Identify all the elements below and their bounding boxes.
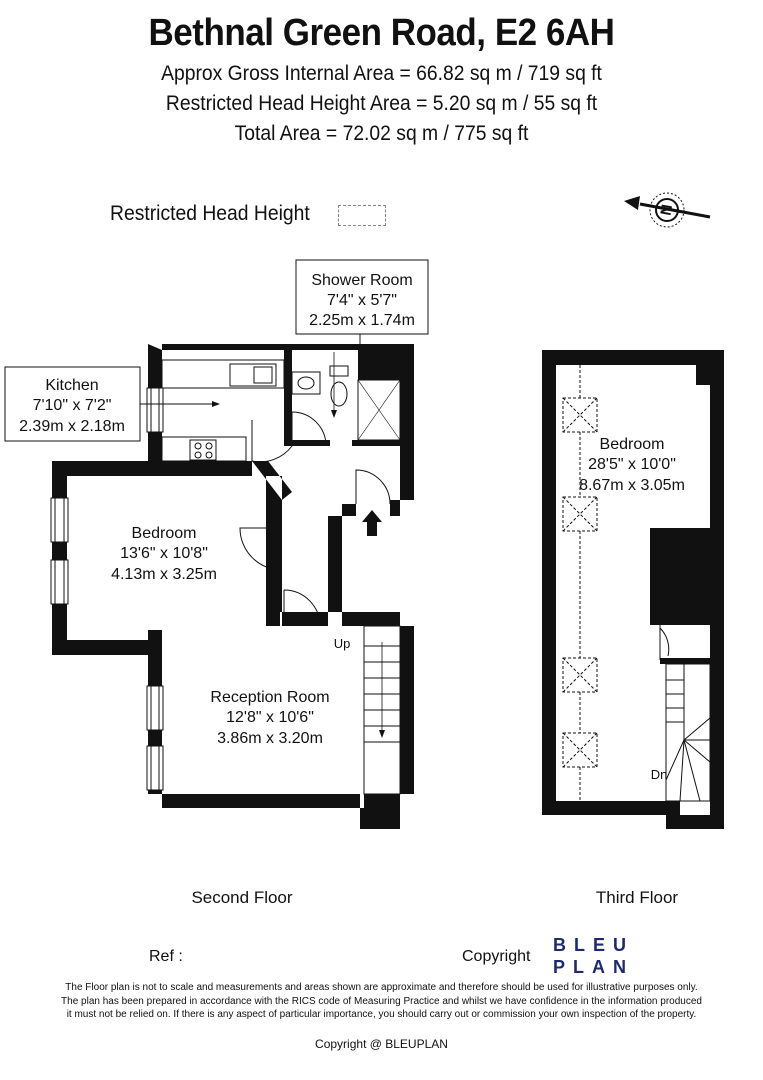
legend-restricted-swatch — [338, 205, 386, 226]
third-floor-walls — [542, 350, 724, 829]
top-bedroom-imperial: 28'5" x 10'0" — [588, 456, 676, 473]
stair-down-label: Dn — [651, 767, 668, 782]
shower-room-metric: 2.25m x 1.74m — [309, 312, 415, 329]
legend-restricted-label: Restricted Head Height — [110, 202, 310, 225]
compass-label: N — [656, 203, 675, 217]
copyright-line: Copyright @ BLEUPLAN — [315, 1037, 448, 1051]
shower-room-imperial: 7'4" x 5'7" — [327, 292, 397, 309]
copyright-label: Copyright — [462, 948, 531, 965]
third-floor-label: Third Floor — [596, 888, 679, 907]
reception-room-metric: 3.86m x 3.20m — [217, 730, 323, 747]
second-floor-walls — [52, 344, 414, 829]
logo-line-1: BLEU — [553, 935, 634, 955]
bedroom-imperial: 13'6" x 10'8" — [120, 545, 208, 562]
restricted-area-text: Restricted Head Height Area = 5.20 sq m … — [165, 92, 598, 115]
reception-room-name: Reception Room — [210, 689, 329, 706]
bedroom-metric: 4.13m x 3.25m — [111, 566, 217, 583]
third-floor-stairs — [665, 663, 711, 802]
reception-room-imperial: 12'8" x 10'6" — [226, 709, 314, 726]
bleuplan-logo: BLEU PLAN — [553, 934, 634, 978]
ref-label: Ref : — [149, 948, 183, 965]
second-floor-label: Second Floor — [191, 888, 292, 907]
kitchen-name: Kitchen — [45, 377, 98, 394]
second-floor-plan: Shower Room 7'4" x 5'7" 2.25m x 1.74m Ki… — [4, 259, 429, 907]
second-floor-stairs — [363, 625, 401, 795]
top-bedroom-metric: 8.67m x 3.05m — [579, 477, 685, 494]
total-area-text: Total Area = 72.02 sq m / 775 sq ft — [234, 122, 529, 145]
stair-up-label: Up — [334, 636, 351, 651]
bedroom-name: Bedroom — [132, 525, 197, 542]
rooflights — [562, 365, 598, 801]
kitchen-metric: 2.39m x 2.18m — [19, 418, 125, 435]
kitchen-imperial: 7'10" x 7'2" — [33, 397, 112, 414]
shower-room-name: Shower Room — [311, 272, 412, 289]
logo-line-2: PLAN — [553, 957, 634, 977]
third-floor-plan: Bedroom 28'5" x 10'0" 8.67m x 3.05m Dn T… — [542, 350, 724, 907]
gross-area-text: Approx Gross Internal Area = 66.82 sq m … — [161, 62, 602, 85]
page-title: Bethnal Green Road, E2 6AH — [148, 12, 615, 54]
compass-icon: N — [624, 192, 711, 228]
disclaimer-text: The Floor plan is not to scale and measu… — [61, 982, 702, 1020]
top-bedroom-name: Bedroom — [600, 436, 665, 453]
